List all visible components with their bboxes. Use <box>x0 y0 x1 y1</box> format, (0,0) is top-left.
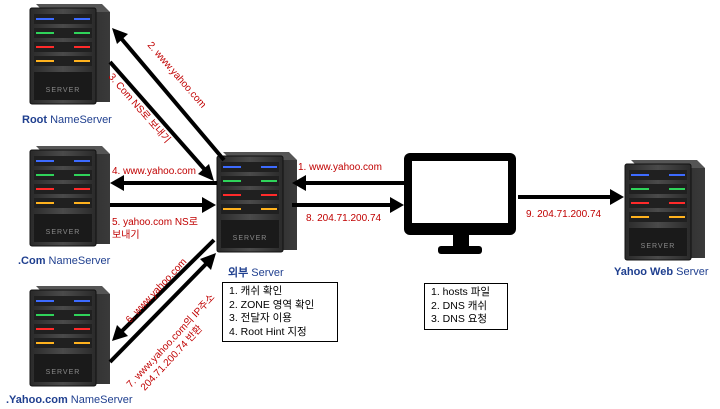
com-nameserver-label: .Com NameServer <box>18 255 111 267</box>
arrow-step-4-head <box>110 175 124 191</box>
server-process-item: 4. Root Hint 지정 <box>229 325 307 338</box>
client-monitor-icon <box>404 153 516 254</box>
server-process-box: 1. 캐쉬 확인 2. ZONE 영역 확인 3. 전달자 이용 4. Root… <box>222 282 338 342</box>
server-plate-text: SERVER <box>46 369 81 376</box>
root-nameserver-label: Root NameServer <box>22 114 112 126</box>
step-5-label-line2: 보내기 <box>112 230 140 241</box>
server-plate-text: SERVER <box>46 229 81 236</box>
server-process-item: 1. 캐쉬 확인 <box>229 285 283 297</box>
step-1-label: 1. www.yahoo.com <box>298 162 382 173</box>
yahoo-nameserver-label: .Yahoo.com NameServer <box>6 394 133 406</box>
step-8-label: 8. 204.71.200.74 <box>306 213 382 224</box>
arrow-step-7-head <box>200 253 216 270</box>
step-5-label-line1: 5. yahoo.com NS로 <box>112 217 198 228</box>
server-process-item: 3. 전달자 이용 <box>229 312 292 324</box>
arrow-step-6-head <box>112 325 128 341</box>
root-server-icon: SERVER <box>29 3 111 105</box>
step-9-label: 9. 204.71.200.74 <box>526 209 602 220</box>
client-process-item: 2. DNS 캐쉬 <box>431 299 488 312</box>
server-plate-text: SERVER <box>233 235 268 242</box>
client-process-item: 3. DNS 요청 <box>431 313 488 325</box>
arrow-step-3-head <box>198 164 214 181</box>
outer-server-label: 외부 Server <box>228 267 284 279</box>
step-4-label: 4. www.yahoo.com <box>112 166 196 177</box>
server-plate-text: SERVER <box>641 243 676 250</box>
client-process-box: 1. hosts 파일 2. DNS 캐쉬 3. DNS 요청 <box>424 283 508 330</box>
client-process-item: 1. hosts 파일 <box>431 286 491 298</box>
com-server-icon: SERVER <box>29 145 111 247</box>
server-process-item: 2. ZONE 영역 확인 <box>229 298 315 311</box>
arrow-step-2 <box>118 35 226 162</box>
server-plate-text: SERVER <box>46 87 81 94</box>
arrow-step-7 <box>108 260 210 364</box>
outer-server-icon: SERVER <box>216 151 298 253</box>
arrow-step-3 <box>108 60 208 173</box>
web-server-icon: SERVER <box>624 159 706 261</box>
arrow-step-8-head <box>390 197 404 213</box>
yahoo-server-icon: SERVER <box>29 285 111 387</box>
arrow-step-2-head <box>112 28 128 44</box>
arrow-step-5-head <box>202 197 216 213</box>
arrow-step-9-head <box>610 189 624 205</box>
arrow-step-1-head <box>292 175 306 191</box>
arrow-step-6 <box>119 238 216 334</box>
yahoo-web-server-label: Yahoo Web Server <box>614 266 709 278</box>
